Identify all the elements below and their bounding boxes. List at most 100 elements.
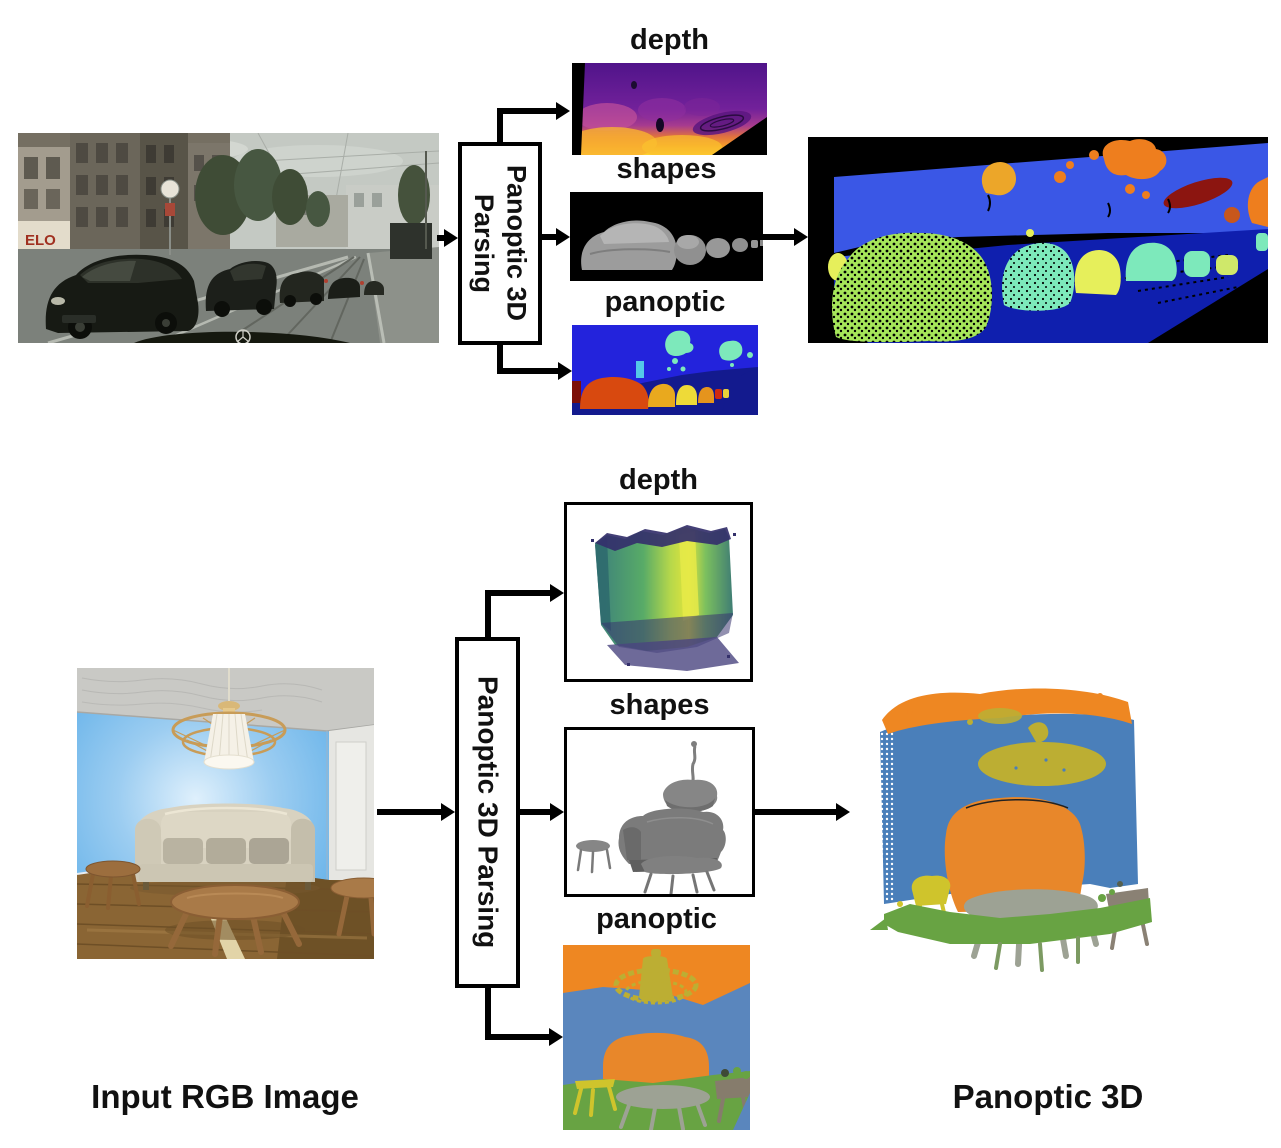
depth-blob bbox=[638, 98, 686, 122]
yellow-orange-car bbox=[648, 383, 675, 407]
arrow-parser-to-panoptic-row2 bbox=[485, 985, 563, 1046]
cyan-sign bbox=[636, 361, 644, 378]
output-caption: Panoptic 3D bbox=[952, 1078, 1144, 1115]
wall-speckle-edge bbox=[878, 732, 894, 902]
shapes-label-row1: shapes bbox=[616, 153, 717, 185]
arrow-input-to-parser-row2 bbox=[377, 803, 455, 821]
parser-box-row2-label: Panoptic 3D Parsing bbox=[471, 641, 505, 984]
arrow-parser-to-shapes-row1 bbox=[542, 228, 570, 246]
input-room-photo bbox=[77, 668, 374, 959]
parser-box-row1-line2: Parsing bbox=[469, 193, 499, 294]
small-orange-car bbox=[698, 387, 714, 403]
depth-blob bbox=[642, 135, 722, 155]
depth-black-edge bbox=[572, 63, 585, 155]
shapes-map-room bbox=[576, 741, 726, 894]
floor-cloud bbox=[870, 889, 1152, 972]
street-sign bbox=[160, 179, 180, 255]
panoptic-3d-output-street bbox=[808, 137, 1268, 343]
panoptic-3d-output-room bbox=[870, 688, 1152, 972]
black-corner bbox=[1148, 269, 1268, 343]
arrow-input-to-parser-row1 bbox=[437, 229, 458, 247]
dark-red-car bbox=[572, 381, 581, 403]
depth-mark bbox=[656, 118, 664, 132]
small-aqua-car bbox=[1184, 251, 1210, 277]
road-right bbox=[722, 369, 758, 415]
panoptic-3d-parsing-box-row2: Panoptic 3D Parsing bbox=[455, 637, 520, 988]
panoptic-map-room bbox=[563, 945, 750, 1130]
small-green-car bbox=[1216, 255, 1238, 275]
aqua-car-3d bbox=[1125, 242, 1177, 281]
panoptic-label-row1: panoptic bbox=[604, 286, 726, 318]
sofa-cloud bbox=[944, 797, 1085, 912]
yellow-car bbox=[676, 385, 697, 405]
depth-blob bbox=[572, 127, 657, 155]
side-table-mesh bbox=[576, 840, 612, 874]
coffee-table-gray bbox=[616, 1085, 710, 1130]
floor-wedge bbox=[607, 637, 739, 671]
input-street-photo: ELO bbox=[18, 133, 439, 343]
depth-blob bbox=[684, 98, 720, 116]
panoptic-label-row2: panoptic bbox=[596, 903, 717, 935]
depth-mark bbox=[631, 81, 637, 89]
shapes-label-row2: shapes bbox=[609, 689, 710, 721]
sofa-top-edge bbox=[965, 799, 1069, 809]
depth-black-corner bbox=[712, 117, 767, 155]
lamp-cloud bbox=[967, 708, 1106, 786]
bus-shelter bbox=[390, 151, 432, 259]
ceiling bbox=[77, 668, 374, 732]
speckled-aqua-car bbox=[1002, 242, 1075, 311]
arrow-parser-to-depth-row1 bbox=[497, 102, 570, 143]
orange-car bbox=[580, 376, 649, 409]
side-table-yellow bbox=[573, 1079, 617, 1117]
arrow-shapes-to-output-row1 bbox=[763, 228, 808, 246]
ego-car-hood bbox=[134, 329, 350, 343]
shapes-map-street bbox=[570, 192, 763, 281]
panoptic-3d-parsing-box-row1: Panoptic 3D Parsing bbox=[458, 142, 542, 345]
coffee-table bbox=[165, 884, 305, 957]
depth-map-room-frame bbox=[564, 502, 753, 682]
coffee-table-mesh bbox=[641, 856, 722, 894]
parked-cars bbox=[45, 254, 384, 339]
trees bbox=[195, 149, 430, 235]
arrow-parser-to-depth-row2 bbox=[485, 584, 564, 640]
input-caption: Input RGB Image bbox=[91, 1078, 359, 1115]
shapes-map-room-frame bbox=[564, 727, 755, 897]
arrow-shapes-to-output-row2 bbox=[754, 803, 850, 821]
depth-label-row1: depth bbox=[630, 24, 709, 56]
vegetation-blobs bbox=[981, 139, 1268, 227]
depth-map-room bbox=[591, 525, 739, 671]
side-table-left bbox=[85, 860, 141, 910]
arrow-parser-to-shapes-row2 bbox=[519, 803, 564, 821]
corner-wedge bbox=[733, 1093, 750, 1130]
storefront-sign-text: ELO bbox=[25, 232, 56, 249]
yellow-dot bbox=[1026, 229, 1034, 237]
aqua-trees bbox=[665, 330, 753, 372]
car-meshes bbox=[581, 220, 763, 270]
depth-blob bbox=[577, 103, 637, 131]
side-table-right bbox=[330, 877, 374, 937]
pole-squiggles bbox=[987, 194, 1171, 218]
left-buildings: ELO bbox=[18, 133, 230, 265]
depth-label-row2: depth bbox=[619, 464, 698, 496]
bright-strip bbox=[679, 531, 699, 621]
depth-car-swirl bbox=[692, 110, 752, 136]
pendant-lamp bbox=[171, 668, 287, 770]
arrow-parser-to-panoptic-row1 bbox=[497, 344, 572, 380]
lamp-region bbox=[613, 949, 699, 1005]
sofa bbox=[130, 803, 320, 896]
parser-box-row1-label: Panoptic 3D Parsing bbox=[468, 146, 533, 341]
parser-box-row1-line1: Panoptic 3D bbox=[501, 165, 532, 322]
panoptic-map-street bbox=[572, 325, 758, 415]
door-panel bbox=[329, 725, 374, 880]
dark-red-blob bbox=[1163, 177, 1233, 209]
tiny-yellow-car bbox=[723, 389, 729, 398]
parser-box-row2-line: Panoptic 3D Parsing bbox=[472, 676, 504, 949]
dark-top-band bbox=[595, 525, 731, 551]
dark-left-strip bbox=[595, 537, 611, 631]
stray-points bbox=[591, 533, 736, 666]
edge-aqua-car bbox=[1256, 233, 1268, 251]
tiny-red-car bbox=[715, 389, 722, 399]
speckled-green-car bbox=[832, 232, 992, 343]
yellow-car-3d bbox=[1074, 249, 1121, 295]
